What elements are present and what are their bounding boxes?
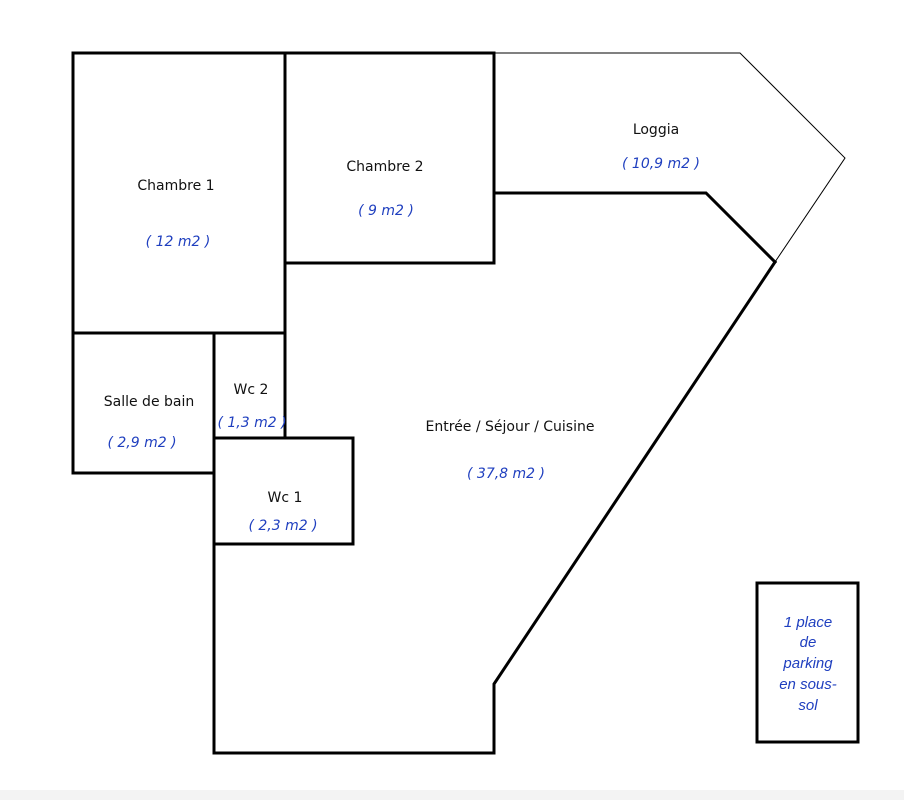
- room-salle-de-bain-name: Salle de bain: [104, 394, 195, 410]
- bottom-band: [0, 790, 904, 800]
- parking-line-5: sol: [798, 697, 818, 714]
- room-wc2-area: ( 1,3 m2 ): [217, 415, 286, 431]
- room-chambre2-area: ( 9 m2 ): [358, 203, 414, 219]
- wall-salle-de-bain: [71, 331, 216, 475]
- room-wc2-name: Wc 2: [234, 382, 269, 398]
- parking-line-4: en sous-: [779, 676, 837, 693]
- room-loggia-name: Loggia: [633, 122, 679, 138]
- wall-loggia-inner: [492, 191, 778, 265]
- parking-line-2: de: [800, 634, 817, 651]
- walls: [71, 51, 846, 755]
- wall-sejour-east: [212, 259, 778, 755]
- room-loggia-area: ( 10,9 m2 ): [622, 156, 700, 172]
- room-wc1-area: ( 2,3 m2 ): [248, 518, 317, 534]
- parking-box: 1 place de parking en sous- sol: [755, 581, 860, 744]
- wall-wc1: [212, 436, 355, 546]
- wall-loggia-outer: [494, 52, 846, 263]
- room-sejour-area: ( 37,8 m2 ): [467, 466, 545, 482]
- wall-chambre1: [71, 51, 287, 335]
- parking-outline: [755, 581, 860, 744]
- wall-chambre2-se: [283, 51, 496, 265]
- room-chambre1-name: Chambre 1: [137, 178, 214, 194]
- room-chambre1-area: ( 12 m2 ): [146, 234, 211, 250]
- parking-line-1: 1 place: [784, 614, 832, 631]
- room-salle-de-bain-area: ( 2,9 m2 ): [107, 435, 176, 451]
- room-chambre2-name: Chambre 2: [346, 159, 423, 175]
- parking-line-3: parking: [782, 655, 833, 672]
- room-sejour-name: Entrée / Séjour / Cuisine: [426, 419, 595, 435]
- room-wc1-name: Wc 1: [268, 490, 303, 506]
